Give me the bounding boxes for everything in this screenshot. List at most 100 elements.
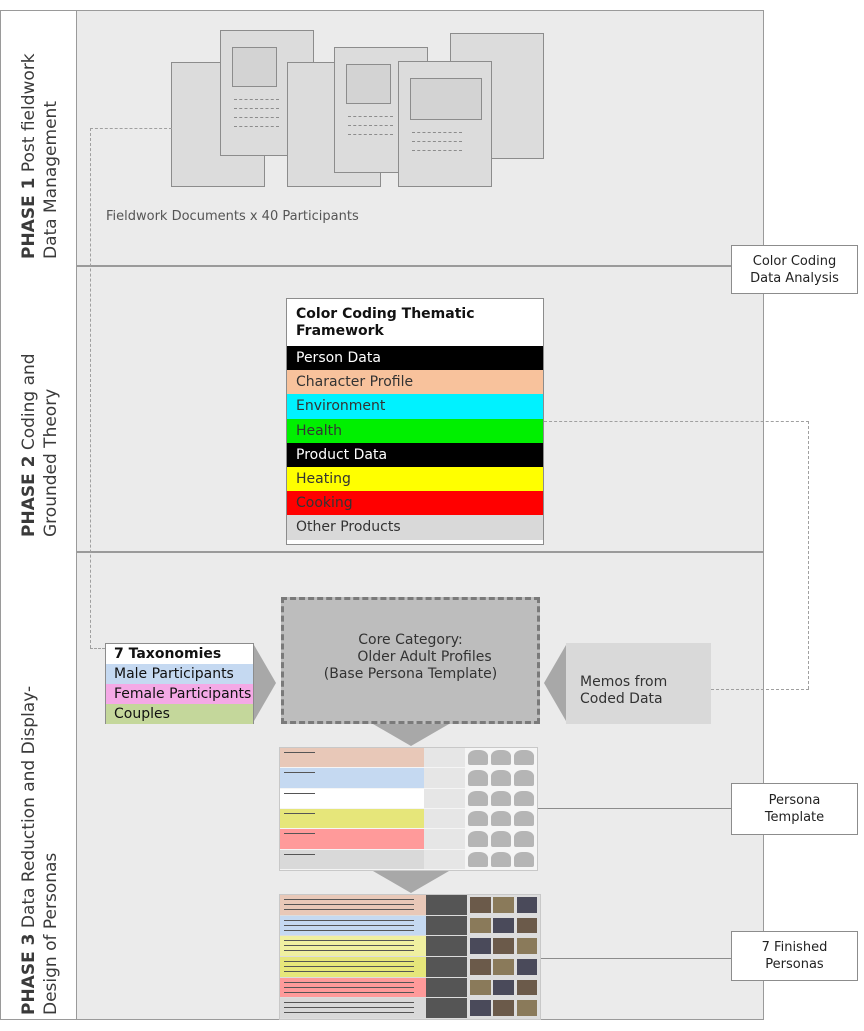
arrow-down-icon	[373, 724, 449, 746]
placeholder-icon	[467, 811, 489, 827]
thumbnail-text-line	[284, 772, 315, 774]
thumbnail-text-band	[425, 957, 468, 977]
thumbnail-text-line	[284, 1002, 414, 1004]
phase-3-sidebar: PHASE 3 Data Reduction and Display-Desig…	[0, 551, 77, 1020]
framework-row: Cooking	[287, 491, 543, 516]
arrow-down-icon	[373, 871, 449, 893]
thumbnail-text-line	[284, 929, 414, 931]
persona-photo	[493, 897, 514, 913]
thumbnail-text-band	[423, 748, 466, 768]
thumbnail-text-line	[284, 991, 414, 993]
placeholder-icon	[490, 831, 512, 847]
persona-photo	[493, 917, 514, 934]
thumbnail-text-band	[423, 788, 466, 808]
document-icon	[398, 61, 492, 187]
thumbnail-text-line	[284, 1012, 414, 1014]
thumbnail-text-line	[284, 899, 414, 900]
thumbnail-text-line	[284, 909, 414, 910]
thumbnail-text-band	[425, 977, 468, 998]
placeholder-icon	[490, 770, 512, 786]
placeholder-icon	[513, 851, 535, 867]
taxonomy-row: Couples	[106, 704, 253, 724]
persona-photo	[516, 979, 538, 996]
placeholder-icon	[490, 790, 512, 806]
arrow-right-icon	[254, 645, 276, 721]
thumbnail-text-line	[284, 966, 414, 967]
thumbnail-text-line	[284, 971, 414, 972]
placeholder-icon	[467, 851, 489, 867]
thumbnail-text-line	[284, 940, 414, 942]
thumbnail-text-line	[284, 853, 315, 855]
thumbnail-band	[280, 788, 424, 808]
thumbnail-band	[280, 768, 424, 788]
memos-line1: Memos from	[580, 674, 668, 690]
persona-photo	[469, 979, 491, 996]
thumbnail-band	[280, 809, 424, 829]
connector-line	[538, 808, 731, 809]
thumbnail-text-band	[425, 895, 468, 915]
connector-line	[90, 648, 105, 649]
placeholder-icon	[490, 750, 512, 766]
thumbnail-text-line	[284, 924, 414, 926]
thumbnail-text-line	[284, 833, 315, 835]
finished-personas-thumbnail	[279, 894, 541, 1020]
placeholder-icon	[513, 831, 535, 847]
persona-photo	[516, 959, 538, 975]
finished-personas-callout: 7 Finished Personas	[731, 931, 858, 981]
thumbnail-text-band	[423, 849, 466, 869]
core-category-line1: Core Category:	[358, 632, 463, 648]
connector-line	[90, 128, 91, 648]
persona-photo	[493, 959, 514, 975]
persona-photo	[469, 938, 491, 954]
framework-row: Health	[287, 418, 543, 443]
thumbnail-text-line	[284, 945, 414, 947]
placeholder-icon	[467, 750, 489, 766]
phase-3-label: PHASE 3 Data Reduction and Display-Desig…	[19, 685, 61, 1015]
connector-line	[711, 689, 809, 690]
placeholder-icon	[467, 831, 489, 847]
thumbnail-text-line	[284, 961, 414, 962]
thumbnail-text-line	[284, 752, 315, 753]
thumbnail-text-line	[284, 919, 414, 921]
framework-row: Environment	[287, 394, 543, 419]
framework-title: Color Coding Thematic Framework	[296, 306, 475, 339]
thumbnail-text-line	[284, 792, 315, 794]
connector-line	[90, 128, 172, 129]
placeholder-icon	[467, 790, 489, 806]
taxonomies-title: 7 Taxonomies	[106, 644, 253, 664]
placeholder-icon	[513, 811, 535, 827]
taxonomy-row: Female Participants	[106, 684, 253, 704]
persona-photo	[493, 1000, 514, 1016]
placeholder-icon	[513, 750, 535, 766]
thumbnail-text-line	[284, 1007, 414, 1009]
phase-divider-2	[77, 551, 763, 553]
persona-photo	[469, 959, 491, 975]
placeholder-icon	[513, 770, 535, 786]
thumbnail-text-line	[284, 950, 414, 952]
connector-line	[808, 421, 809, 689]
thumbnail-band	[280, 829, 424, 849]
thumbnail-text-band	[425, 998, 468, 1018]
core-category-line2: Older Adult Profiles	[357, 649, 492, 665]
thumbnail-text-line	[284, 986, 414, 988]
framework-row: Heating	[287, 466, 543, 492]
color-coding-callout: Color Coding Data Analysis	[731, 245, 858, 294]
phase-divider-1	[77, 265, 763, 267]
thumbnail-text-band	[423, 768, 466, 788]
thumbnail-text-line	[284, 904, 414, 905]
persona-photo	[469, 897, 491, 913]
persona-photo	[516, 897, 538, 913]
persona-template-callout: Persona Template	[731, 783, 858, 835]
core-category-box: Core Category: Older Adult Profiles (Bas…	[281, 597, 540, 724]
persona-photo	[516, 917, 538, 934]
framework-row: Product Data	[287, 442, 543, 467]
thumbnail-band	[280, 748, 424, 768]
color-coding-framework: Color Coding Thematic Framework Person D…	[286, 298, 544, 545]
placeholder-icon	[513, 790, 535, 806]
framework-row: Person Data	[287, 346, 543, 371]
framework-row: Other Products	[287, 515, 543, 540]
